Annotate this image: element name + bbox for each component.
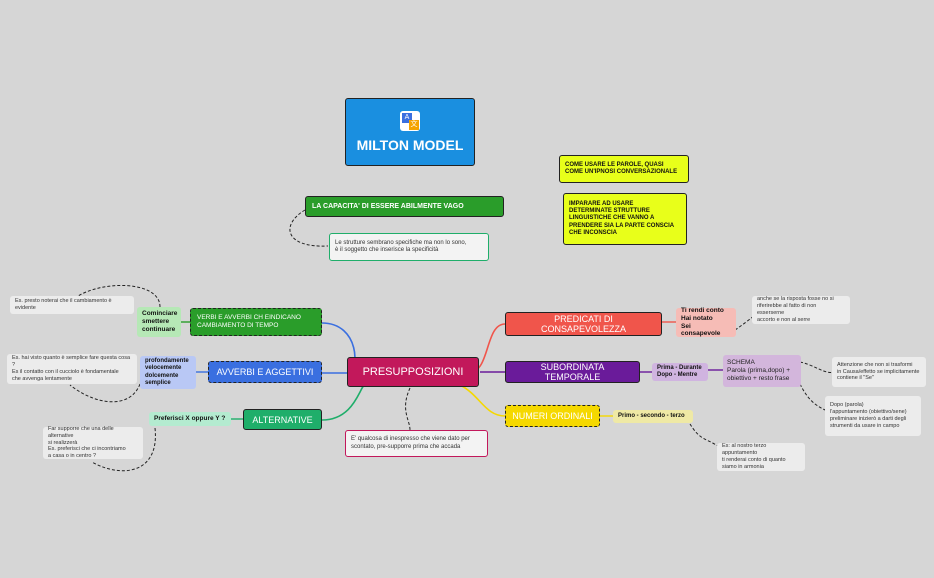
subordinata-branch[interactable]: SUBORDINATA TEMPORALE bbox=[505, 361, 640, 383]
capacita-branch[interactable]: LA CAPACITA' DI ESSERE ABILMENTE VAGO bbox=[305, 196, 504, 217]
predicati-branch[interactable]: PREDICATI DI CONSAPEVOLEZZA bbox=[505, 312, 662, 336]
subordinata-note-se: Attenzione che non si trasformi in Causa… bbox=[832, 357, 926, 387]
translate-icon: A 文 bbox=[400, 111, 420, 131]
avverbi-branch[interactable]: AVVERBI E AGGETTIVI bbox=[208, 361, 322, 383]
subordinata-schema: SCHEMA Parola (prima,dopo) + obiettivo +… bbox=[723, 355, 801, 387]
link-alternative bbox=[321, 384, 366, 421]
title-card[interactable]: A 文 MILTON MODEL bbox=[345, 98, 475, 166]
note-imparare: IMPARARE AD USARE DETERMINATE STRUTTURE … bbox=[563, 193, 687, 245]
capacita-note: Le strutture sembrano specifiche ma non … bbox=[329, 233, 489, 261]
verbi-note: Es. presto noterai che il cambiamento è … bbox=[10, 296, 134, 314]
alternative-sub: Preferisci X oppure Y ? bbox=[149, 412, 231, 426]
central-topic[interactable]: PRESUPPOSIZIONI bbox=[347, 357, 479, 387]
predicati-sub: Ti rendi conto Hai notato Sei consapevol… bbox=[676, 307, 736, 337]
note-parole: COME USARE LE PAROLE, QUASI COME UN'IPNO… bbox=[559, 155, 689, 183]
page-title: MILTON MODEL bbox=[356, 137, 464, 153]
central-note: E' qualcosa di inespresso che viene dato… bbox=[345, 430, 488, 457]
alternative-note: Far supporre che una delle alternative s… bbox=[43, 426, 143, 459]
numeri-sub: Primo - secondo - terzo bbox=[613, 410, 693, 423]
verbi-sub: Cominciare smettere continuare bbox=[137, 307, 181, 337]
link-numeri bbox=[459, 384, 506, 417]
avverbi-note: Es. hai visto quanto è semplice fare que… bbox=[7, 354, 137, 384]
subordinata-note-dopo: Dopo (parola) l'appuntamento (obiettivo/… bbox=[825, 396, 921, 436]
numeri-note: Es: al nostro terzo appuntamento ti rend… bbox=[717, 443, 805, 471]
verbi-branch[interactable]: VERBI E AVVERBI CH EINDICANO CAMBIAMENTO… bbox=[190, 308, 322, 336]
alternative-branch[interactable]: ALTERNATIVE bbox=[243, 409, 322, 430]
subordinata-sub: Prima - Durante Dopo - Mentre bbox=[652, 363, 708, 381]
numeri-branch[interactable]: NUMERI ORDINALI bbox=[505, 405, 600, 427]
avverbi-sub: profondamente velocemente dolcemente sem… bbox=[140, 356, 196, 389]
predicati-note: anche se la risposta fosse no si riferir… bbox=[752, 296, 850, 324]
